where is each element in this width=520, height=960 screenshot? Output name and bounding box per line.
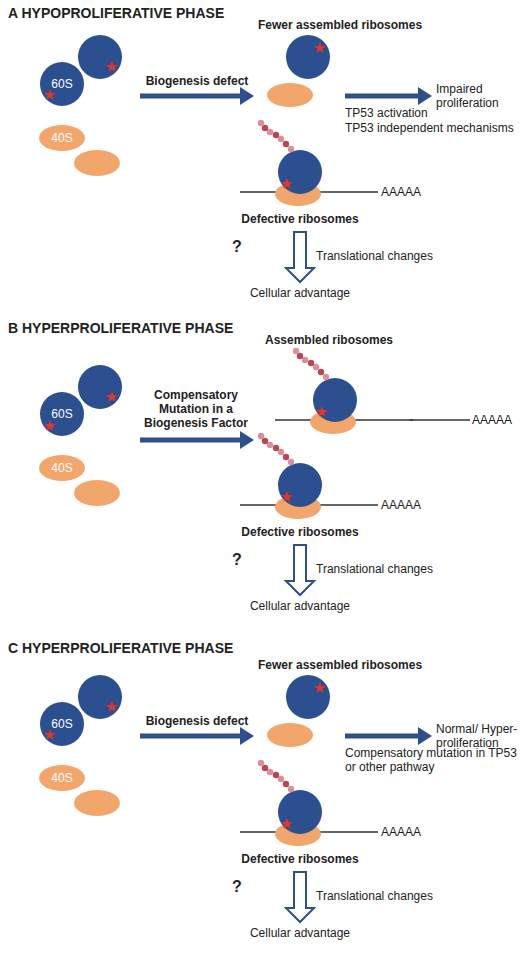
state-label: Assembled ribosomes [265, 333, 445, 347]
mrna-line [410, 419, 470, 421]
process-arrow [140, 94, 242, 99]
mutation-star [314, 682, 325, 693]
state-label: Defective ribosomes [230, 212, 370, 226]
arrow-head [240, 727, 254, 745]
arrow-head [240, 87, 254, 105]
mechanism-label: Compensatory mutation in TP53 or other p… [345, 746, 520, 774]
large-subunit: 60S [40, 62, 84, 106]
state-label: Fewer assembled ribosomes [258, 18, 458, 32]
subunit-label: 40S [51, 461, 72, 475]
polya-tail: AAAAA [381, 825, 431, 839]
question-mark: ? [232, 878, 252, 896]
mutation-star [106, 61, 117, 72]
subunit-label: 40S [51, 131, 72, 145]
subunit-label: 60S [51, 717, 72, 731]
small-subunit: 40S [39, 125, 85, 151]
subunit-label: 60S [51, 407, 72, 421]
large-subunit: 60S [40, 392, 84, 436]
hollow-arrow [286, 545, 314, 595]
arrow-head [418, 87, 432, 105]
process-arrow [140, 438, 242, 443]
arrow-head [240, 431, 254, 449]
large-subunit [78, 675, 122, 719]
mechanism-label: TP53 independent mechanisms [345, 121, 520, 135]
polya-tail: AAAAA [472, 413, 520, 427]
large-subunit: 60S [40, 702, 84, 746]
mechanism-label: TP53 activation [345, 106, 520, 120]
outcome-label: Normal/ Hyper- proliferation [436, 722, 520, 750]
question-mark: ? [232, 551, 252, 569]
polya-tail: AAAAA [381, 498, 431, 512]
small-subunit [74, 150, 120, 176]
arrow-label: Translational changes [316, 562, 476, 576]
outcome-label: Impaired proliferation [436, 82, 520, 110]
polya-tail: AAAAA [381, 185, 431, 199]
mutation-star [106, 701, 117, 712]
large-subunit [78, 35, 122, 79]
outcome-label: Cellular advantage [230, 926, 370, 940]
state-label: Fewer assembled ribosomes [258, 658, 458, 672]
small-subunit: 40S [39, 455, 85, 481]
subunit-label: 40S [51, 771, 72, 785]
translating-ribosome [240, 433, 378, 519]
large-subunit [286, 675, 330, 719]
state-label: Defective ribosomes [230, 852, 370, 866]
arrow-label: Biogenesis defect [140, 714, 254, 728]
process-arrow [140, 734, 242, 739]
arrow-head [418, 727, 432, 745]
hollow-arrow [286, 872, 314, 922]
question-mark: ? [232, 238, 252, 256]
outcome-label: Cellular advantage [230, 286, 370, 300]
small-subunit [267, 723, 313, 747]
large-subunit [286, 35, 330, 79]
arrow-label: Compensatory Mutation in a Biogenesis Fa… [140, 388, 252, 430]
small-subunit [267, 83, 313, 107]
small-subunit: 40S [39, 765, 85, 791]
arrow-label: Translational changes [316, 249, 476, 263]
hollow-arrow [286, 232, 314, 282]
subunit-label: 60S [51, 77, 72, 91]
small-subunit [74, 790, 120, 816]
small-subunit [74, 480, 120, 506]
state-label: Defective ribosomes [230, 525, 370, 539]
arrow-label: Translational changes [316, 889, 476, 903]
mutation-star [314, 42, 325, 53]
panel-heading: C HYPERPROLIFERATIVE PHASE [8, 640, 328, 656]
translating-ribosome [275, 348, 413, 434]
large-subunit [78, 365, 122, 409]
process-arrow [345, 94, 420, 99]
mutation-star [106, 391, 117, 402]
process-arrow [345, 734, 420, 739]
arrow-label: Biogenesis defect [140, 74, 254, 88]
outcome-label: Cellular advantage [230, 599, 370, 613]
